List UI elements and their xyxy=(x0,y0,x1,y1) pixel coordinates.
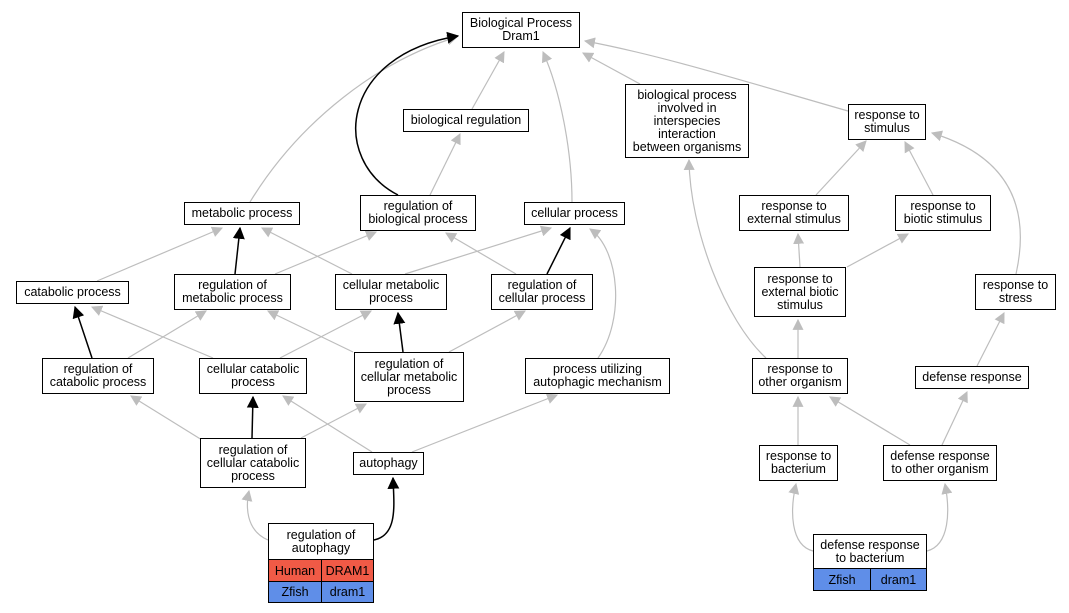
node-autophagy[interactable]: autophagy xyxy=(353,452,424,475)
species-cell: Zfish xyxy=(814,569,870,590)
is-a-edge xyxy=(429,133,461,196)
node-defense-response[interactable]: defense response xyxy=(915,366,1029,389)
is-a-edge xyxy=(404,225,553,275)
gene-table-title: regulation of autophagy xyxy=(269,524,373,560)
species-cell: Human xyxy=(269,560,321,581)
node-catabolic-process[interactable]: catabolic process xyxy=(16,281,129,304)
regulates-edge xyxy=(246,395,259,439)
is-a-edge xyxy=(976,312,1005,367)
regulates-edge xyxy=(393,311,406,353)
gene-table-regulation-of-autophagy[interactable]: regulation of autophagy Human DRAM1 Zfis… xyxy=(268,523,374,603)
is-a-edge xyxy=(829,396,911,446)
node-metabolic-process[interactable]: metabolic process xyxy=(184,202,300,225)
node-regulation-of-metabolic-process[interactable]: regulation of metabolic process xyxy=(174,274,291,310)
is-a-edge xyxy=(941,391,968,446)
node-response-to-other-organism[interactable]: response to other organism xyxy=(752,358,848,394)
is-a-edge xyxy=(930,130,1021,275)
gene-table-title: defense response to bacterium xyxy=(814,535,926,569)
is-a-edge xyxy=(411,393,559,453)
is-a-edge xyxy=(279,310,372,359)
is-a-edge xyxy=(267,310,354,353)
node-regulation-of-biological-process[interactable]: regulation of biological process xyxy=(360,195,476,231)
species-cell: Zfish xyxy=(269,582,321,602)
node-regulation-of-cellular-catabolic-process[interactable]: regulation of cellular catabolic process xyxy=(200,438,306,488)
node-regulation-of-cellular-metabolic-process[interactable]: regulation of cellular metabolic process xyxy=(354,352,464,402)
regulates-edge xyxy=(546,226,571,275)
is-a-edge xyxy=(904,141,934,196)
is-a-edge xyxy=(127,310,207,359)
regulates-edge xyxy=(72,305,93,359)
node-biological-regulation[interactable]: biological regulation xyxy=(403,109,529,132)
is-a-edge xyxy=(846,233,909,268)
gene-row-human: Human DRAM1 xyxy=(269,560,373,581)
is-a-edge xyxy=(90,305,214,359)
is-a-edge xyxy=(542,50,573,203)
node-response-to-stress[interactable]: response to stress xyxy=(975,274,1056,310)
node-cellular-metabolic-process[interactable]: cellular metabolic process xyxy=(335,274,447,310)
is-a-edge xyxy=(300,403,367,439)
is-a-edge xyxy=(261,227,353,275)
is-a-edge xyxy=(274,230,378,275)
is-a-edge xyxy=(471,51,505,110)
node-cellular-catabolic-process[interactable]: cellular catabolic process xyxy=(199,358,307,394)
is-a-edge xyxy=(683,158,767,359)
node-regulation-of-catabolic-process[interactable]: regulation of catabolic process xyxy=(42,358,154,394)
is-a-edge xyxy=(793,232,805,268)
is-a-edge xyxy=(815,140,867,196)
is-a-edge xyxy=(96,226,224,282)
is-a-edge xyxy=(582,52,641,85)
gene-row-zfish: Zfish dram1 xyxy=(269,581,373,602)
regulates-edge xyxy=(355,31,460,196)
is-a-edge xyxy=(249,34,459,203)
node-defense-response-to-other-organism[interactable]: defense response to other organism xyxy=(883,445,997,481)
gene-cell: dram1 xyxy=(870,569,926,590)
is-a-edge xyxy=(448,310,526,353)
is-a-edge xyxy=(788,482,814,552)
gene-row-zfish: Zfish dram1 xyxy=(814,569,926,590)
is-a-edge xyxy=(926,482,953,552)
is-a-edge xyxy=(589,228,617,359)
node-response-to-biotic-stimulus[interactable]: response to biotic stimulus xyxy=(895,195,991,231)
gene-cell: DRAM1 xyxy=(321,560,373,581)
is-a-edge xyxy=(282,395,373,453)
node-process-utilizing-autophagic-mechanism[interactable]: process utilizing autophagic mechanism xyxy=(525,358,670,394)
is-a-edge xyxy=(241,489,269,541)
node-response-to-stimulus[interactable]: response to stimulus xyxy=(848,104,926,140)
node-regulation-of-cellular-process[interactable]: regulation of cellular process xyxy=(491,274,593,310)
regulates-edge xyxy=(373,476,400,541)
node-response-to-bacterium[interactable]: response to bacterium xyxy=(759,445,838,481)
is-a-edge xyxy=(583,37,849,112)
gene-table-defense-response-to-bacterium[interactable]: defense response to bacterium Zfish dram… xyxy=(813,534,927,591)
node-interspecies-interaction[interactable]: biological process involved in interspec… xyxy=(625,84,749,158)
is-a-edge xyxy=(445,232,517,275)
gene-cell: dram1 xyxy=(321,582,373,602)
node-biological-process-root[interactable]: Biological Process Dram1 xyxy=(462,12,580,48)
regulates-edge xyxy=(232,226,245,275)
is-a-edge xyxy=(130,395,203,441)
node-cellular-process[interactable]: cellular process xyxy=(524,202,625,225)
node-response-to-external-stimulus[interactable]: response to external stimulus xyxy=(739,195,849,231)
node-response-to-external-biotic-stimulus[interactable]: response to external biotic stimulus xyxy=(754,267,846,317)
edge-layer xyxy=(72,31,1021,552)
